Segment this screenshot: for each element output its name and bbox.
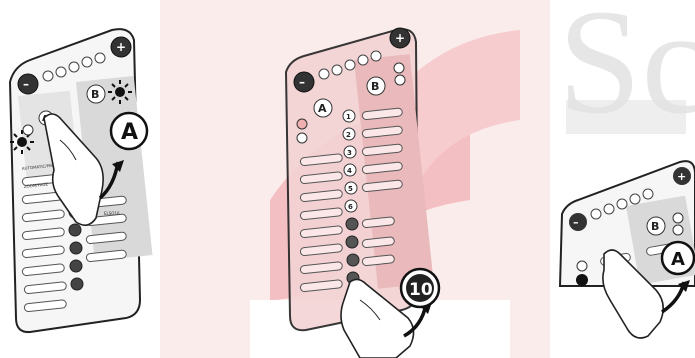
svg-text:+: + [395,31,405,45]
remote-panel-3: – + B A [560,161,695,338]
svg-text:–: – [23,77,29,91]
step-callout: A [111,113,147,149]
watermark: Sc [558,0,695,145]
svg-text:+: + [116,40,126,54]
svg-text:3: 3 [347,149,352,157]
svg-text:2: 2 [346,131,351,139]
svg-text:1: 1 [346,113,351,121]
svg-text:B: B [651,220,659,233]
figure-caption: ELSO16 [104,211,120,216]
svg-text:10: 10 [409,280,433,300]
svg-text:–: – [299,75,305,89]
svg-text:+: + [677,170,686,183]
svg-text:B: B [91,88,99,101]
svg-text:5: 5 [348,185,353,193]
svg-text:A: A [671,249,685,270]
svg-text:–: – [573,216,579,229]
svg-text:6: 6 [348,203,353,211]
remote-panel-1: – + B A [10,29,152,332]
svg-text:A: A [318,102,327,115]
step-callout: A [662,242,694,274]
step-callout: 10 [401,269,439,307]
svg-text:B: B [371,80,379,93]
svg-text:4: 4 [347,167,352,175]
svg-text:A: A [121,120,138,145]
